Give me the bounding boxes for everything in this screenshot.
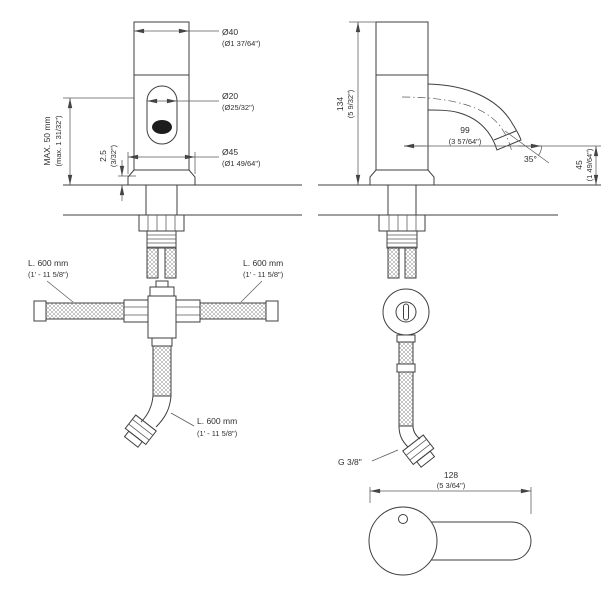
supply-hose-stub-left-side <box>387 247 400 279</box>
label-thread-size: G 3/8" <box>338 457 362 467</box>
label-134-in: (5 9/32") <box>346 89 355 118</box>
faucet-top-cap <box>133 21 190 76</box>
leader-thread-size <box>371 449 399 462</box>
spout <box>427 83 522 151</box>
label-134-mm: 134 <box>335 97 345 111</box>
hose-nut-top-view-outer <box>382 288 430 336</box>
hose-upper-collar <box>396 334 416 343</box>
label-hose-right-mm: L. 600 mm <box>243 258 283 268</box>
hose-tee-stud <box>155 280 169 288</box>
label-collar-mm: 2.5 <box>98 150 108 162</box>
hose-tee-collar <box>149 286 175 297</box>
label-spout-angle: 35° <box>524 154 537 164</box>
supply-hose-stub-right <box>164 247 177 279</box>
label-d20-in: (Ø25/32") <box>222 103 255 112</box>
mounting-nut-front <box>138 214 185 232</box>
label-hose-right-in: (1' - 11 5/8") <box>243 270 284 279</box>
label-hose-left-in: (1' - 11 5/8") <box>28 270 69 279</box>
flex-hose-lower-end-nut <box>402 434 436 468</box>
lever-slot <box>146 85 178 145</box>
mounting-nut-side <box>378 214 426 232</box>
threaded-shank-front <box>146 230 177 249</box>
handle-lever <box>431 521 532 561</box>
supply-hose-side-view: G 3/8" <box>338 288 436 468</box>
flex-hose-left-end-fitting <box>33 300 47 322</box>
front-view <box>63 21 302 279</box>
hose-nut-right <box>175 299 201 323</box>
thread-lines-front <box>147 234 176 248</box>
hose-nut-left-facets <box>124 306 148 316</box>
label-hose-left-mm: L. 600 mm <box>28 258 68 268</box>
side-view-dimensions: 134 (5 9/32") 99 (3 57/64") 35° 45 (1 49… <box>335 21 601 185</box>
threaded-shank-side <box>386 230 418 249</box>
shank-through-deck-front <box>145 185 178 215</box>
hose-nut-right-facets <box>176 306 200 316</box>
label-d45-in: (Ø1 49/64") <box>222 159 261 168</box>
aerator-line <box>493 130 517 141</box>
label-99-in: (3 57/64") <box>449 137 482 146</box>
flex-hose-right <box>199 302 267 320</box>
label-128-mm: 128 <box>444 470 458 480</box>
nut-facets-side <box>388 215 417 231</box>
flex-hose-lower <box>398 371 414 427</box>
leader-hose-left <box>46 280 74 303</box>
hose-nut-slot <box>403 303 409 321</box>
hose-nut-top-view-inner <box>395 301 417 323</box>
front-view-dimensions: Ø40 (Ø1 37/64") Ø20 (Ø25/32") Ø45 (Ø1 49… <box>42 27 261 201</box>
spout-centerline <box>401 96 513 153</box>
hose-coupling <box>396 363 416 373</box>
label-99-mm: 99 <box>460 125 470 135</box>
label-collar-in: (3/32") <box>109 144 118 167</box>
label-d45-mm: Ø45 <box>222 147 238 157</box>
ext-lines-d45 <box>127 152 196 174</box>
faucet-top-cap-side <box>375 21 429 76</box>
faucet-base-side <box>369 169 435 185</box>
flex-hose-lower-bend <box>398 425 421 448</box>
angle-arc <box>538 145 542 156</box>
handle-set-screw <box>398 514 408 524</box>
flex-hose-down-end-nut <box>123 414 157 448</box>
handle-base-circle <box>368 506 438 576</box>
hose-tee-body <box>147 295 177 339</box>
hose-nut-left <box>123 299 149 323</box>
side-view <box>318 21 601 279</box>
flex-hose-left <box>45 302 125 320</box>
label-d40-in: (Ø1 37/64") <box>222 39 261 48</box>
label-128-in: (5 3/64") <box>437 481 466 490</box>
flex-hose-right-end-fitting <box>265 300 279 322</box>
label-45-in: (1 49/64") <box>585 148 594 181</box>
counter-section-front <box>63 184 302 216</box>
supply-hose-stub-right-side <box>404 247 417 279</box>
flex-hose-down <box>152 345 172 397</box>
faucet-base-front <box>127 169 196 185</box>
lever-knob <box>152 120 172 134</box>
label-hose-bottom-in: (1' - 11 5/8") <box>197 429 238 438</box>
leader-hose-right <box>240 280 263 303</box>
label-d40-mm: Ø40 <box>222 27 238 37</box>
faucet-body-side <box>375 74 429 171</box>
flex-hose-upper <box>398 341 414 365</box>
leader-hose-bottom <box>170 412 195 427</box>
handle-top-view: 128 (5 3/64") <box>368 470 532 576</box>
hose-tee-lower-collar <box>151 337 173 347</box>
label-d20-mm: Ø20 <box>222 91 238 101</box>
counter-section-side <box>318 184 601 216</box>
label-hose-bottom-mm: L. 600 mm <box>197 416 237 426</box>
label-45-mm: 45 <box>574 160 584 170</box>
angle-reference-line <box>504 130 550 164</box>
nut-facets-front <box>147 215 176 231</box>
thread-lines-side <box>387 234 417 248</box>
label-max50-in: (max. 1 31/32") <box>54 115 63 167</box>
label-max50-mm: MAX. 50 mm <box>42 116 52 165</box>
shank-through-deck-side <box>387 185 417 215</box>
supply-hose-stub-left <box>146 247 159 279</box>
supply-hoses-front-view: L. 600 mm (1' - 11 5/8") L. 600 mm (1' -… <box>28 258 284 448</box>
